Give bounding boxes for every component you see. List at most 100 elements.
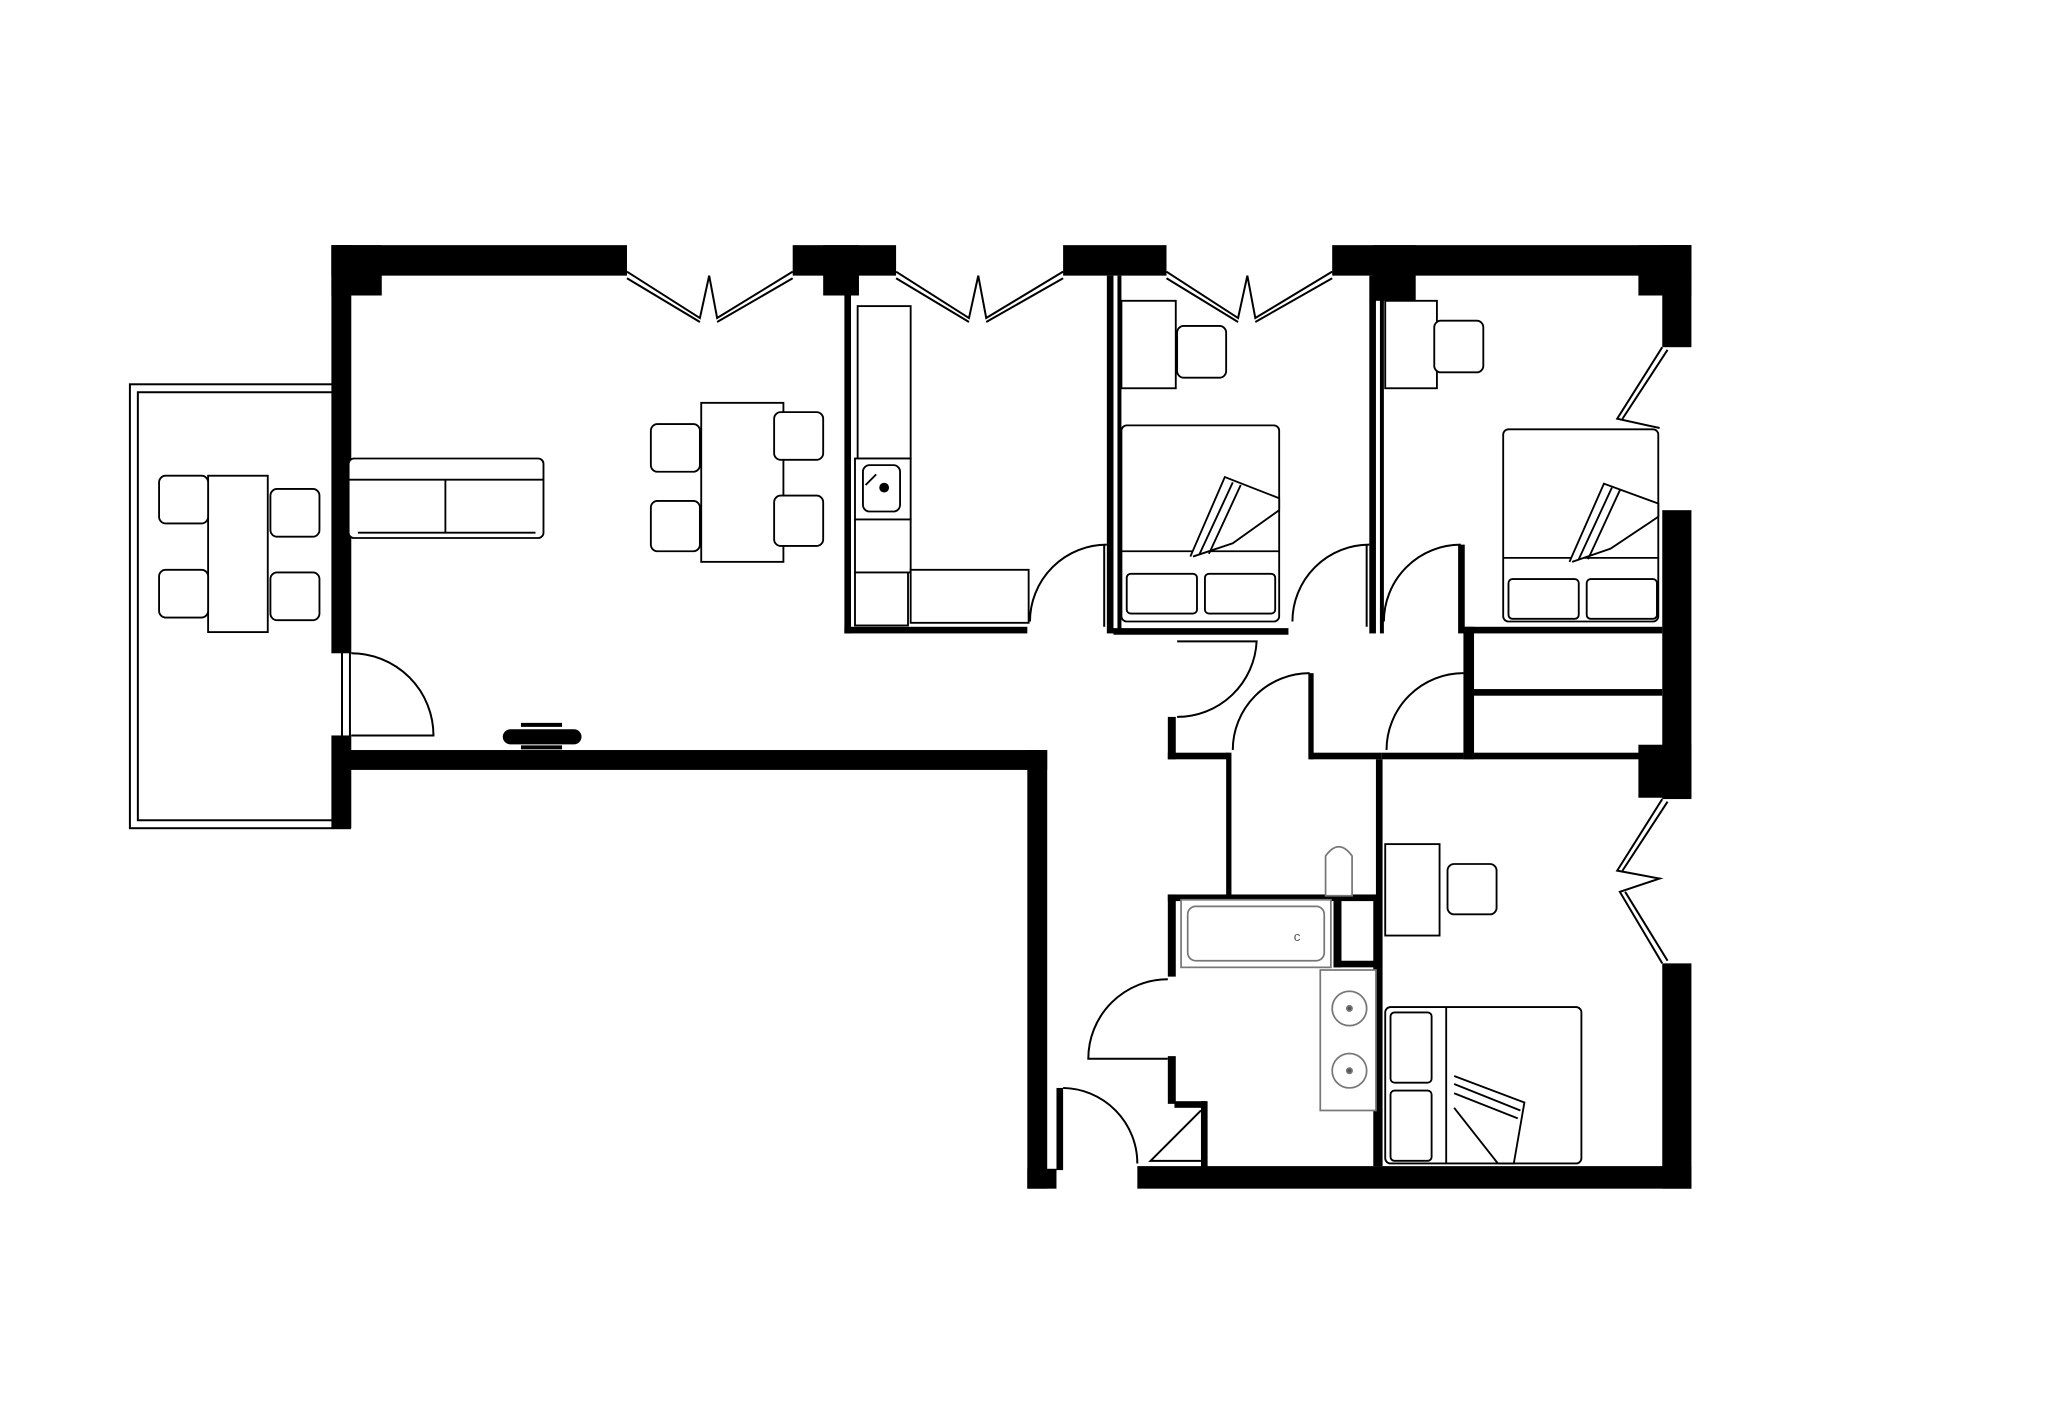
- desk: [1384, 299, 1438, 390]
- window-bed2: [1615, 346, 1669, 429]
- partition-wc-left: [1226, 752, 1232, 899]
- dining-chair: [773, 494, 825, 547]
- partition-hall-row: [1167, 752, 1229, 760]
- door-cupboard-small: [1148, 1109, 1202, 1162]
- balcony-furniture: [158, 474, 321, 634]
- doors: [351, 543, 1464, 1164]
- partition-bed1-bottom: [1113, 628, 1289, 635]
- radiator: [502, 722, 582, 750]
- partition-bath-top: [1167, 894, 1380, 902]
- partition-cupboard-bottom: [1463, 752, 1663, 760]
- bedroom-1-furniture: [1120, 299, 1281, 623]
- window-bed3: [1615, 798, 1669, 964]
- partition-cupboard-mid: [1471, 689, 1663, 696]
- partition-bed2-left: [1369, 275, 1376, 634]
- desk: [1120, 299, 1177, 390]
- partition-bed2-bottom: [1463, 626, 1663, 634]
- partition-bed2-left-b: [1379, 275, 1384, 634]
- balcony-chair: [269, 571, 321, 622]
- balcony-chair: [158, 474, 210, 525]
- wall-corridor-left: [1027, 750, 1048, 1189]
- partition-bed3-left: [1375, 759, 1383, 1167]
- bed-duvet-line: [1198, 481, 1242, 555]
- door-cupboard-hall: [1177, 640, 1258, 718]
- dining-table: [700, 401, 785, 563]
- door-kitchen: [1028, 543, 1107, 627]
- wall-pier: [823, 245, 859, 296]
- bathtub-inner: [1186, 905, 1326, 962]
- bedroom-2-furniture: [1384, 299, 1660, 623]
- door-bathroom: [1087, 978, 1168, 1060]
- partition-bath-div-bottom: [1333, 960, 1379, 968]
- toilet: [1324, 845, 1353, 897]
- pillow: [1507, 578, 1580, 620]
- double-bed: [1502, 428, 1660, 623]
- wall-bottom: [1137, 1166, 1692, 1189]
- partition-hall-stub: [1167, 716, 1176, 760]
- bathroom-fixtures: c: [1180, 845, 1377, 1112]
- window-bed1: [1165, 270, 1333, 323]
- balcony-chair: [269, 488, 321, 538]
- wall-left-upper: [331, 245, 352, 654]
- door-bed2: [1382, 543, 1461, 622]
- bed-duvet-line: [1453, 1083, 1521, 1120]
- partition-bed1-left-b: [1117, 275, 1122, 634]
- pillow: [1585, 578, 1658, 620]
- wall-left-lower: [331, 735, 352, 829]
- bed-duvet-line: [1577, 487, 1621, 560]
- desk-chair: [1446, 863, 1498, 916]
- door-balcony: [351, 652, 435, 737]
- washbasin-drain: [1345, 1004, 1353, 1012]
- partition-wc-top: [1309, 752, 1382, 760]
- living-furniture: [347, 401, 825, 750]
- pillow: [1204, 572, 1277, 615]
- partitions: [844, 275, 1663, 1171]
- bedroom-3-furniture: [1384, 843, 1583, 1165]
- bed-duvet-fold: [1568, 482, 1660, 563]
- bed-duvet-fold: [1453, 1075, 1526, 1165]
- partition-kitchen-bottom: [844, 626, 1028, 634]
- window-living: [626, 270, 794, 323]
- partition-cupboard-left: [1463, 626, 1475, 760]
- pillow: [1389, 1089, 1433, 1162]
- partition-entry: [1056, 1087, 1064, 1171]
- wall-living-bottom: [348, 750, 1048, 770]
- kitchen-counter: [854, 518, 912, 574]
- kitchen-appliance: [854, 571, 909, 627]
- washbasin-drain: [1345, 1067, 1353, 1075]
- partition-bath-left: [1167, 894, 1176, 977]
- balcony-table: [207, 474, 269, 634]
- desk-chair: [1433, 319, 1485, 374]
- wall-right-1: [1662, 245, 1692, 348]
- partition-bath-low: [1174, 1101, 1207, 1108]
- partition-bed3-top: [1381, 752, 1464, 760]
- dining-chair: [649, 499, 701, 553]
- kitchen-furniture: [854, 305, 1030, 627]
- door-wc: [1231, 672, 1310, 751]
- partition-bed1-left: [1106, 275, 1114, 634]
- double-bed: [1384, 1006, 1583, 1165]
- kitchen-tap: [864, 473, 877, 486]
- wall-right-3: [1662, 963, 1692, 1189]
- partition-bath-low-r: [1200, 1101, 1208, 1171]
- pillow: [1389, 1011, 1433, 1084]
- wall-top-3: [1063, 245, 1167, 276]
- double-bed: [1120, 424, 1281, 623]
- window-kitchen: [895, 270, 1064, 323]
- pillow: [1125, 572, 1198, 615]
- door-entrance: [1063, 1086, 1139, 1164]
- balcony-chair: [158, 568, 210, 619]
- door-bed1: [1291, 543, 1370, 627]
- dining-chair: [773, 411, 825, 461]
- dining-chair: [649, 423, 701, 473]
- kitchen-counter-tall: [856, 305, 912, 460]
- partition-wc-stub: [1308, 673, 1314, 760]
- door-bed3: [1385, 672, 1464, 751]
- bed-duvet-fold: [1189, 475, 1281, 558]
- desk-chair: [1176, 325, 1228, 379]
- windows: [626, 270, 1669, 964]
- partition-bath-lower-left: [1167, 1056, 1176, 1104]
- kitchen-sink-drain: [879, 482, 890, 493]
